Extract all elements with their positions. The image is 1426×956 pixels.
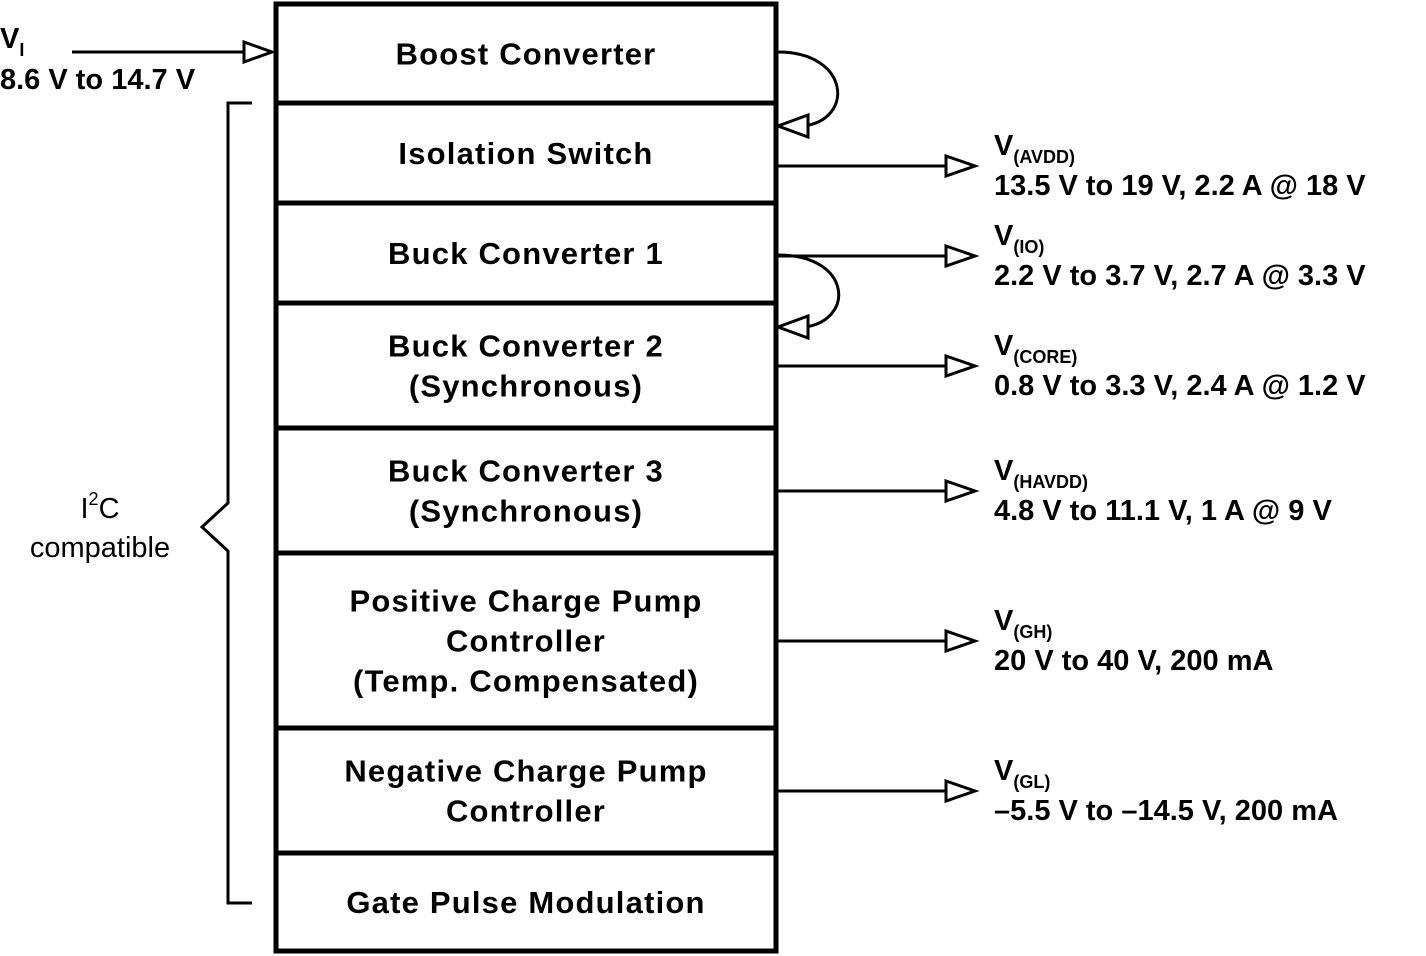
- output-gh: V(GH)20 V to 40 V, 200 mA: [778, 605, 1273, 677]
- output-io: V(IO)2.2 V to 3.7 V, 2.7 A @ 3.3 V: [778, 220, 1366, 292]
- output-name: V(CORE): [994, 330, 1077, 367]
- input-name: VI: [0, 23, 24, 60]
- output-name: V(GL): [994, 755, 1050, 792]
- block-label-line: Controller: [446, 624, 606, 659]
- block-label-line: Positive Charge Pump: [349, 584, 702, 619]
- output-arrowhead: [944, 153, 980, 179]
- block-frame: [273, 425, 779, 556]
- block-label-line: Controller: [446, 794, 606, 829]
- i2c-label: I2C compatible: [30, 489, 170, 564]
- block-label-line: (Synchronous): [409, 494, 643, 529]
- output-arrowhead: [944, 478, 980, 504]
- output-spec: 20 V to 40 V, 200 mA: [994, 645, 1273, 677]
- block-label-line: Isolation Switch: [398, 136, 653, 171]
- block-label-line: Buck Converter 1: [388, 236, 664, 271]
- output-name: V(AVDD): [994, 130, 1075, 167]
- i2c-line1: I2C: [80, 489, 119, 525]
- i2c-brace: [199, 101, 252, 905]
- buck-converter-3-block: Buck Converter 3 (Synchronous): [273, 425, 779, 556]
- gate-pulse-modulation-block: Gate Pulse Modulation: [273, 850, 779, 954]
- isolation-switch-block: Isolation Switch: [273, 100, 779, 206]
- block-label-line: Buck Converter 2: [388, 329, 664, 364]
- output-spec: 0.8 V to 3.3 V, 2.4 A @ 1.2 V: [994, 370, 1366, 402]
- output-name: V(HAVDD): [994, 455, 1088, 492]
- block-label-line: Gate Pulse Modulation: [346, 885, 705, 920]
- block-label-line: (Temp. Compensated): [353, 664, 699, 699]
- input-range: 8.6 V to 14.7 V: [0, 64, 196, 96]
- input-arrow: [72, 39, 277, 65]
- boost-converter-block: Boost Converter: [273, 1, 779, 106]
- output-havdd: V(HAVDD)4.8 V to 11.1 V, 1 A @ 9 V: [778, 455, 1332, 527]
- output-arrowhead: [944, 778, 980, 804]
- boost-to-isolation-loop: [773, 50, 840, 140]
- block-frame: [273, 725, 779, 856]
- block-frame: [273, 550, 779, 731]
- output-spec: 4.8 V to 11.1 V, 1 A @ 9 V: [994, 495, 1332, 527]
- output-gl: V(GL)–5.5 V to –14.5 V, 200 mA: [778, 755, 1338, 827]
- output-arrowhead: [944, 628, 980, 654]
- output-spec: 13.5 V to 19 V, 2.2 A @ 18 V: [994, 170, 1366, 202]
- buck1-to-buck2-loop: [773, 253, 841, 341]
- block-frame: [273, 100, 779, 206]
- block-label-line: (Synchronous): [409, 369, 643, 404]
- output-spec: 2.2 V to 3.7 V, 2.7 A @ 3.3 V: [994, 260, 1366, 292]
- output-core: V(CORE)0.8 V to 3.3 V, 2.4 A @ 1.2 V: [778, 330, 1366, 402]
- buck-converter-2-block: Buck Converter 2 (Synchronous): [273, 300, 779, 431]
- buck-converter-1-block: Buck Converter 1: [273, 200, 779, 306]
- output-name: V(IO): [994, 220, 1044, 257]
- block-label-line: Buck Converter 3: [388, 454, 664, 489]
- input-label: VI 8.6 V to 14.7 V: [0, 23, 196, 96]
- block-frame: [273, 300, 779, 431]
- block-frame: [273, 850, 779, 954]
- output-spec: –5.5 V to –14.5 V, 200 mA: [994, 795, 1338, 827]
- block-label-line: Negative Charge Pump: [344, 754, 707, 789]
- block-label-line: Boost Converter: [396, 37, 657, 72]
- output-arrowhead: [944, 353, 980, 379]
- output-rails: V(AVDD)13.5 V to 19 V, 2.2 A @ 18 V V(IO)…: [778, 130, 1366, 827]
- i2c-line2: compatible: [30, 532, 170, 564]
- output-arrowhead: [944, 243, 980, 269]
- output-name: V(GH): [994, 605, 1052, 642]
- output-avdd: V(AVDD)13.5 V to 19 V, 2.2 A @ 18 V: [778, 130, 1366, 202]
